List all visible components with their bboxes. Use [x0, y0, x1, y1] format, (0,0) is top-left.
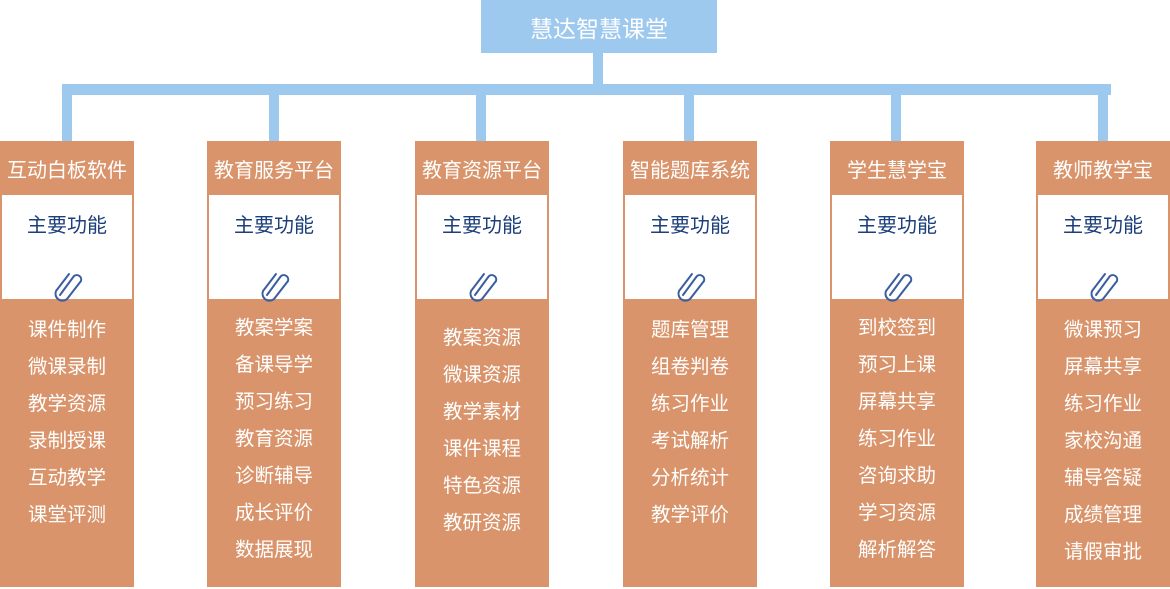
- list-item: 咨询求助: [857, 464, 936, 487]
- list-item: 课件课程: [442, 437, 521, 460]
- function-label: 主要功能: [442, 213, 522, 237]
- list-item: 解析解答: [857, 538, 936, 561]
- column-title: 学生慧学宝: [847, 157, 947, 182]
- list-item: 教案学案: [234, 316, 313, 339]
- list-item: 屏幕共享: [857, 390, 936, 413]
- root-node: 慧达智慧课堂: [481, 0, 717, 53]
- column-teacher-app: 教师教学宝 主要功能 微课预习 屏幕共享 练习作业 家校沟通 辅导答疑 成绩管理…: [1036, 141, 1170, 587]
- list-item: 备课导学: [234, 353, 313, 376]
- connector-root-stem: [593, 53, 603, 84]
- connector-drop-5: [891, 84, 901, 141]
- list-item: 分析统计: [650, 466, 729, 489]
- list-item: 教案资源: [442, 326, 521, 349]
- column-education-resource-platform: 教育资源平台 主要功能 教案资源 微课资源 教学素材 课件课程 特色资源 教研资…: [415, 141, 549, 587]
- list-item: 微课录制: [27, 355, 106, 378]
- list-item: 到校签到: [857, 316, 936, 339]
- column-title: 教育服务平台: [214, 157, 334, 182]
- item-list: 课件制作 微课录制 教学资源 录制授课 互动教学 课堂评测: [0, 311, 134, 533]
- connector-drop-4: [684, 84, 694, 141]
- paperclip-icon: [469, 273, 498, 302]
- list-item: 练习作业: [1063, 392, 1142, 415]
- function-box: 主要功能: [209, 195, 339, 302]
- paperclip-icon: [261, 273, 290, 302]
- connector-drop-1: [62, 84, 72, 141]
- list-item: 练习作业: [857, 427, 936, 450]
- list-item: 成绩管理: [1063, 503, 1142, 526]
- list-item: 家校沟通: [1063, 429, 1142, 452]
- connector-horizontal-bar: [62, 84, 1111, 95]
- list-item: 教学评价: [650, 503, 729, 526]
- column-student-app: 学生慧学宝 主要功能 到校签到 预习上课 屏幕共享 练习作业 咨询求助 学习资源…: [830, 141, 964, 587]
- list-item: 数据展现: [234, 538, 313, 561]
- function-box: 主要功能: [2, 195, 132, 302]
- function-label: 主要功能: [650, 213, 730, 237]
- function-box: 主要功能: [1038, 195, 1168, 302]
- item-list: 题库管理 组卷判卷 练习作业 考试解析 分析统计 教学评价: [623, 311, 757, 533]
- list-item: 教研资源: [442, 511, 521, 534]
- list-item: 教育资源: [234, 427, 313, 450]
- column-smart-question-bank: 智能题库系统 主要功能 题库管理 组卷判卷 练习作业 考试解析 分析统计 教学评…: [623, 141, 757, 587]
- paperclip-icon: [677, 273, 706, 302]
- column-title: 教育资源平台: [422, 157, 542, 182]
- list-item: 组卷判卷: [650, 355, 729, 378]
- list-item: 微课资源: [442, 363, 521, 386]
- list-item: 教学素材: [442, 400, 521, 423]
- list-item: 教学资源: [27, 392, 106, 415]
- list-item: 预习练习: [234, 390, 313, 413]
- function-label: 主要功能: [1063, 213, 1143, 237]
- list-item: 辅导答疑: [1063, 466, 1142, 489]
- function-box: 主要功能: [417, 195, 547, 302]
- function-box: 主要功能: [832, 195, 962, 302]
- item-list: 到校签到 预习上课 屏幕共享 练习作业 咨询求助 学习资源 解析解答: [830, 309, 964, 568]
- list-item: 预习上课: [857, 353, 936, 376]
- root-title: 慧达智慧课堂: [530, 16, 668, 43]
- item-list: 微课预习 屏幕共享 练习作业 家校沟通 辅导答疑 成绩管理 请假审批: [1036, 311, 1170, 570]
- list-item: 题库管理: [650, 318, 729, 341]
- paperclip-icon: [54, 273, 83, 302]
- function-label: 主要功能: [27, 213, 107, 237]
- column-whiteboard-software: 互动白板软件 主要功能 课件制作 微课录制 教学资源 录制授课 互动教学 课堂评…: [0, 141, 134, 587]
- connector-drop-6: [1098, 84, 1108, 141]
- paperclip-icon: [1090, 273, 1119, 302]
- item-list: 教案学案 备课导学 预习练习 教育资源 诊断辅导 成长评价 数据展现: [207, 309, 341, 568]
- column-title: 互动白板软件: [7, 157, 127, 182]
- list-item: 课堂评测: [27, 503, 106, 526]
- column-title: 教师教学宝: [1053, 157, 1153, 182]
- list-item: 屏幕共享: [1063, 355, 1142, 378]
- list-item: 学习资源: [857, 501, 936, 524]
- function-label: 主要功能: [234, 213, 314, 237]
- list-item: 录制授课: [27, 429, 106, 452]
- list-item: 互动教学: [27, 466, 106, 489]
- connector-drop-2: [269, 84, 279, 141]
- list-item: 诊断辅导: [234, 464, 313, 487]
- list-item: 考试解析: [650, 429, 729, 452]
- list-item: 请假审批: [1063, 540, 1142, 563]
- list-item: 微课预习: [1063, 318, 1142, 341]
- function-label: 主要功能: [857, 213, 937, 237]
- function-box: 主要功能: [625, 195, 755, 302]
- list-item: 特色资源: [442, 474, 521, 497]
- list-item: 练习作业: [650, 392, 729, 415]
- connector-drop-3: [476, 84, 486, 141]
- column-title: 智能题库系统: [630, 157, 750, 182]
- column-education-service-platform: 教育服务平台 主要功能 教案学案 备课导学 预习练习 教育资源 诊断辅导 成长评…: [207, 141, 341, 587]
- list-item: 课件制作: [27, 318, 106, 341]
- paperclip-icon: [884, 273, 913, 302]
- list-item: 成长评价: [234, 501, 313, 524]
- item-list: 教案资源 微课资源 教学素材 课件课程 特色资源 教研资源: [415, 319, 549, 541]
